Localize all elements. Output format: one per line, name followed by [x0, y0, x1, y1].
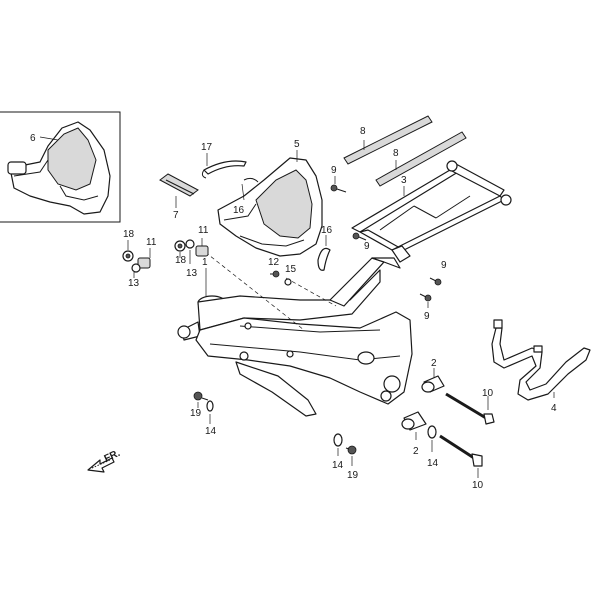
callout-1: 1 — [202, 257, 208, 268]
inset-panel: 6 — [0, 111, 121, 223]
part-18-nut-left — [122, 250, 134, 262]
callout-19b: 19 — [347, 470, 359, 481]
callout-9b: 9 — [364, 241, 370, 252]
part-9-bolt-b — [352, 232, 367, 241]
part-13-collar-center — [185, 239, 195, 249]
part-9-bolt-c — [429, 277, 442, 286]
callout-11b: 11 — [198, 225, 209, 236]
callout-10a: 10 — [482, 388, 494, 399]
callout-17: 17 — [201, 142, 213, 153]
part-7-rubber-strip — [159, 173, 199, 197]
callout-14a: 14 — [205, 426, 217, 437]
part-17-strap — [201, 160, 247, 179]
callout-13b: 13 — [186, 268, 198, 279]
callout-19a: 19 — [190, 408, 202, 419]
callout-3: 3 — [401, 175, 407, 186]
part-8-rubber-strip-lower — [375, 131, 467, 187]
callout-4: 4 — [551, 403, 557, 414]
callout-13a: 13 — [128, 278, 140, 289]
part-13-collar-left — [131, 263, 141, 273]
part-14-washer-right — [427, 425, 437, 439]
callout-12: 12 — [268, 257, 280, 268]
callout-18a: 18 — [123, 229, 135, 240]
callout-5: 5 — [294, 139, 300, 150]
part-15-clip — [284, 278, 292, 286]
front-label: FR. — [103, 448, 122, 465]
part-10-bolt-lower — [439, 434, 483, 467]
part-1-main-frame — [177, 247, 413, 417]
part-4-pipe-bracket — [491, 319, 591, 401]
part-11-spring-center — [195, 245, 209, 257]
part-14-washer-left — [206, 400, 214, 412]
front-direction-arrow: FR. — [87, 448, 122, 473]
callout-16a: 16 — [233, 205, 245, 216]
part-19-bolt-left — [193, 391, 209, 401]
callout-2b: 2 — [413, 446, 419, 457]
callout-16b: 16 — [321, 225, 333, 236]
callout-14c: 14 — [427, 458, 439, 469]
callout-18b: 18 — [175, 255, 187, 266]
part-16-band-right — [317, 247, 331, 271]
callout-8b: 8 — [393, 148, 399, 159]
callout-14b: 14 — [332, 460, 344, 471]
part-2-collar-lower — [401, 411, 427, 431]
part-6-under-cover — [7, 121, 111, 215]
part-2-collar-upper — [421, 375, 445, 393]
callout-9d: 9 — [424, 311, 430, 322]
part-18-nut-center — [174, 240, 186, 252]
part-3-rear-subframe — [351, 160, 512, 263]
part-5-battery-tray — [217, 157, 323, 257]
callout-8a: 8 — [360, 126, 366, 137]
callout-9a: 9 — [331, 165, 337, 176]
callout-9c: 9 — [441, 260, 447, 271]
callout-15: 15 — [285, 264, 297, 275]
callout-2a: 2 — [431, 358, 437, 369]
part-19-bolt-middle — [345, 445, 357, 455]
part-11-spring-left — [137, 257, 151, 269]
part-8-rubber-strip-upper — [343, 115, 433, 165]
part-10-bolt-upper — [445, 392, 495, 425]
callout-11a: 11 — [146, 237, 157, 248]
part-9-bolt-a — [330, 184, 347, 193]
callout-6: 6 — [30, 133, 36, 144]
part-9-bolt-d — [419, 293, 432, 302]
callout-10b: 10 — [472, 480, 484, 491]
part-12-bolt — [270, 270, 280, 278]
callout-7: 7 — [173, 210, 179, 221]
part-14-washer-middle — [333, 433, 343, 447]
